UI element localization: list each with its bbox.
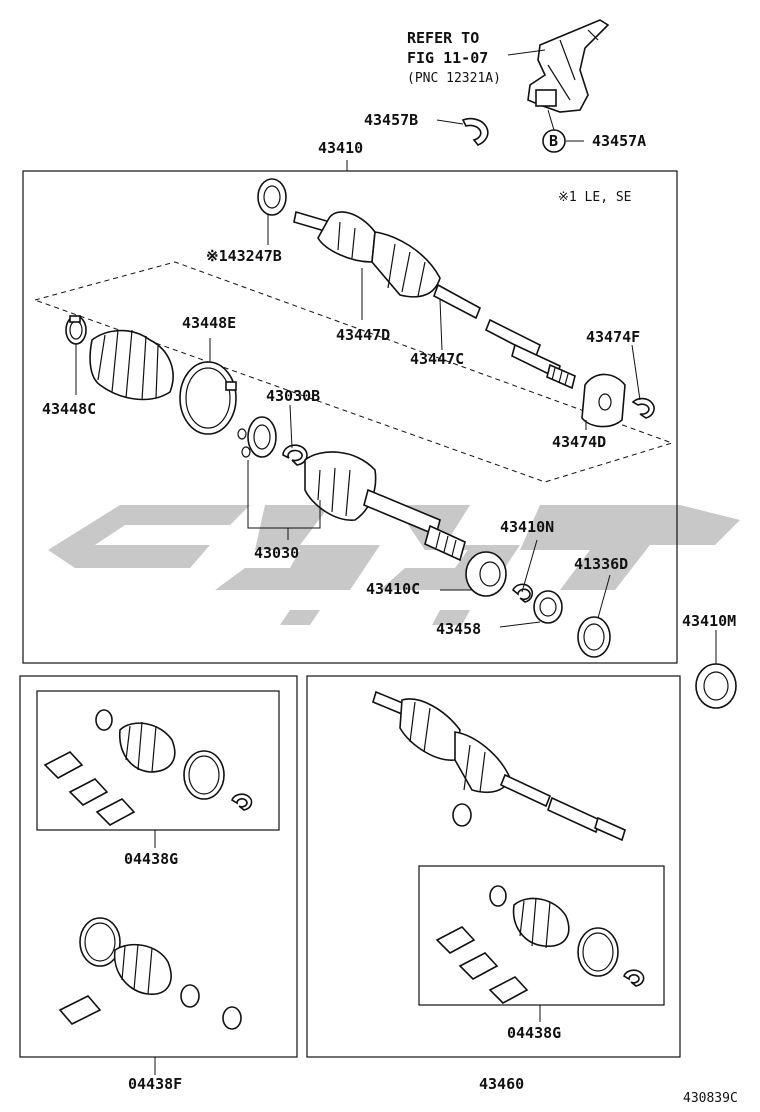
kit-04438G-left-parts <box>43 709 253 826</box>
main-assembly-box <box>22 170 678 664</box>
bearing-43410C <box>465 551 507 597</box>
note-mark: ※1 LE, SE <box>558 190 632 205</box>
seal-43410M <box>695 663 737 709</box>
label-04438G-right: 04438G <box>507 1024 561 1042</box>
label-43247B: ※143247B <box>206 247 282 265</box>
label-43458: 43458 <box>436 620 481 638</box>
ring-43458 <box>533 590 563 624</box>
label-43410: 43410 <box>318 139 363 157</box>
label-04438F: 04438F <box>128 1075 182 1093</box>
label-43460: 43460 <box>479 1075 524 1093</box>
right-inner-kit-box <box>418 865 665 1006</box>
boot-clamp-43448C <box>65 315 87 345</box>
callout-letter-b: B <box>549 132 558 150</box>
damper-43474D <box>581 373 626 428</box>
boot-band-43448E <box>179 361 237 435</box>
boot-43448 <box>89 329 174 401</box>
circlip-43410N <box>512 583 534 603</box>
drawing-number: 430839C <box>683 1091 738 1106</box>
clamp-43474F <box>631 397 655 419</box>
left-inner-kit-box <box>36 690 280 831</box>
drive-shaft-43460 <box>372 690 626 842</box>
kit-04438F-parts <box>58 917 242 1030</box>
ref-note-line2: FIG 11-07 <box>407 49 488 67</box>
label-43448C: 43448C <box>42 400 96 418</box>
kit-04438G-right-parts <box>435 885 645 1004</box>
circlip-43457B <box>461 117 489 146</box>
drive-shaft-upper <box>293 210 576 390</box>
seal-41336D <box>577 616 611 658</box>
label-43448E: 43448E <box>182 314 236 332</box>
circlip-43030B <box>282 444 308 466</box>
label-43474F: 43474F <box>586 328 640 346</box>
label-43030B: 43030B <box>266 387 320 405</box>
label-43474D: 43474D <box>552 433 606 451</box>
leader-lines <box>75 49 717 1075</box>
watermark-logo <box>48 505 740 625</box>
label-43030: 43030 <box>254 544 299 562</box>
label-43410M: 43410M <box>682 612 736 630</box>
label-43410N: 43410N <box>500 518 554 536</box>
ref-note-line1: REFER TO <box>407 29 479 47</box>
outer-seal-43247B <box>257 178 287 216</box>
label-43457A: 43457A <box>592 132 646 150</box>
label-04438G-left: 04438G <box>124 850 178 868</box>
label-43410C: 43410C <box>366 580 420 598</box>
label-43447C: 43447C <box>410 350 464 368</box>
left-kit-box <box>19 675 298 1058</box>
label-41336D: 41336D <box>574 555 628 573</box>
bracket-part <box>527 19 610 113</box>
right-kit-box <box>306 675 681 1058</box>
bearing-43030 <box>237 416 277 458</box>
label-43457B: 43457B <box>364 111 418 129</box>
label-43447D: 43447D <box>336 326 390 344</box>
inner-joint-43410C <box>304 451 466 562</box>
ref-note-line3: (PNC 12321A) <box>407 71 501 86</box>
